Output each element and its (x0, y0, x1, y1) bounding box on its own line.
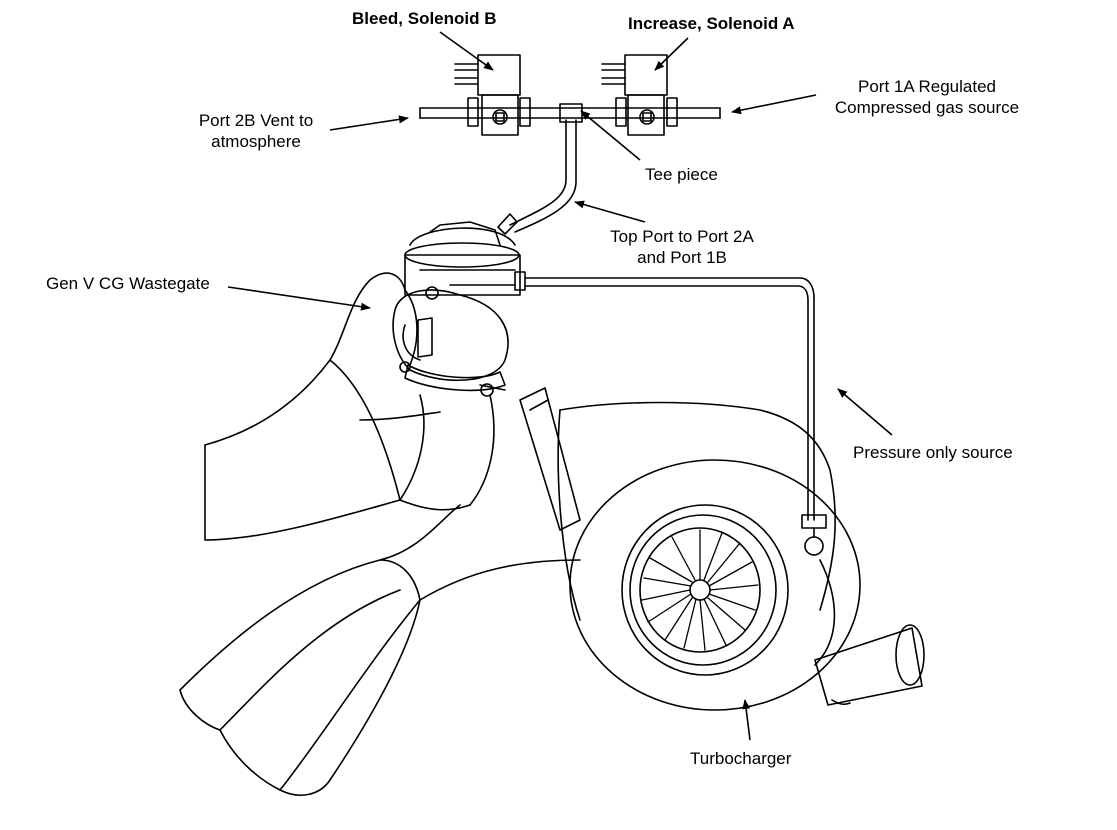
label-tee-piece: Tee piece (645, 165, 718, 184)
label-top-port-line2: and Port 1B (637, 248, 727, 267)
label-turbocharger: Turbocharger (690, 749, 792, 768)
top-port-hose (509, 119, 577, 233)
label-port-2b: Port 2B Vent to atmosphere (188, 110, 324, 152)
arrow-solenoid-b (439, 31, 494, 71)
label-top-port: Top Port to Port 2A and Port 1B (596, 226, 768, 268)
arrow-wastegate (227, 286, 371, 311)
arrow-top-port (574, 200, 646, 223)
label-solenoid-b: Bleed, Solenoid B (352, 9, 497, 28)
bracket (519, 387, 581, 531)
exhaust-manifold (179, 272, 581, 796)
label-solenoid-a: Increase, Solenoid A (628, 14, 795, 33)
arrow-solenoid-a (654, 37, 689, 71)
label-top-port-line1: Top Port to Port 2A (610, 227, 754, 246)
wastegate-body (392, 213, 526, 397)
arrow-port-2b (329, 115, 409, 131)
compressor-blades (641, 529, 759, 651)
label-port-1a-line2: Compressed gas source (834, 98, 1020, 117)
arrow-pressure-source (837, 388, 893, 436)
solenoid-a (601, 54, 678, 136)
label-wastegate: Gen V CG Wastegate (46, 274, 210, 293)
label-pressure-source: Pressure only source (853, 443, 1013, 462)
label-port-1a-line1: Port 1A Regulated (858, 77, 996, 96)
turbocharger-body (557, 401, 925, 711)
label-port-1a: Port 1A Regulated Compressed gas source (822, 76, 1032, 118)
arrow-turbocharger (742, 699, 751, 741)
label-port-2b-line2: atmosphere (211, 132, 301, 151)
manifold-tube (419, 103, 721, 123)
arrow-tee-piece (580, 110, 641, 161)
pressure-hose (524, 277, 827, 556)
solenoid-b (454, 54, 531, 136)
label-port-2b-line1: Port 2B Vent to (198, 111, 314, 130)
arrow-port-1a (731, 94, 817, 115)
